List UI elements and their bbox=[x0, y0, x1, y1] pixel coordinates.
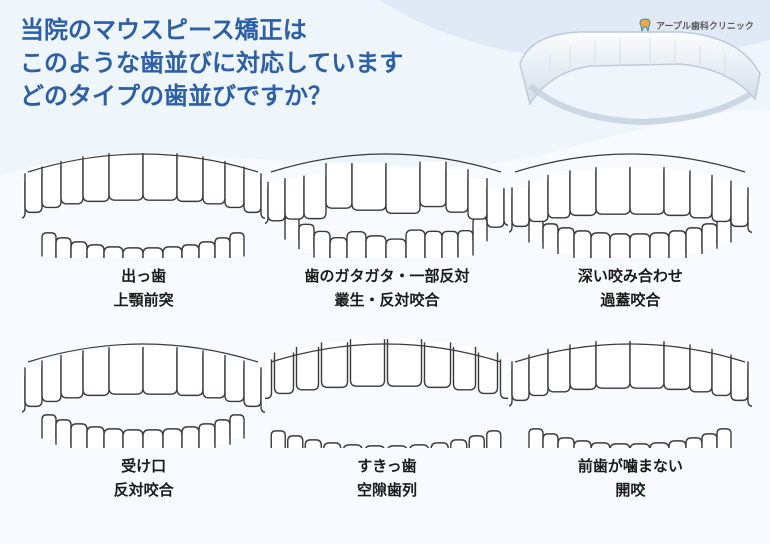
type-grid: 出っ歯 上顎前突 歯のガタガタ・一部反対 叢生・反対咬合 深い咬み合わせ 過蓋咬… bbox=[22, 148, 752, 528]
type-name: 歯のガタガタ・一部反対 bbox=[304, 267, 470, 285]
type-card-underbite[interactable]: 受け口 反対咬合 bbox=[22, 338, 265, 528]
clinic-name: アープル歯科クリニック bbox=[656, 21, 754, 32]
type-label: 受け口 反対咬合 bbox=[22, 454, 265, 502]
type-label: 深い咬み合わせ 過蓋咬合 bbox=[509, 264, 752, 312]
type-card-spacing[interactable]: すきっ歯 空隙歯列 bbox=[265, 338, 509, 528]
teeth-illustration bbox=[22, 343, 265, 448]
type-label: 歯のガタガタ・一部反対 叢生・反対咬合 bbox=[265, 264, 508, 312]
type-card-protrusion[interactable]: 出っ歯 上顎前突 bbox=[22, 148, 265, 338]
headline-line-1: 当院のマウスピース矯正は bbox=[20, 16, 307, 44]
tooth-logo-icon bbox=[639, 18, 651, 32]
type-term: 空隙歯列 bbox=[356, 481, 417, 499]
clinic-brand: アープル歯科クリニック bbox=[638, 18, 754, 32]
type-name: すきっ歯 bbox=[357, 457, 417, 475]
type-card-deep-bite[interactable]: 深い咬み合わせ 過蓋咬合 bbox=[508, 148, 752, 338]
type-label: すきっ歯 空隙歯列 bbox=[265, 454, 508, 502]
teeth-illustration bbox=[22, 153, 265, 258]
type-term: 叢生・反対咬合 bbox=[334, 291, 440, 309]
type-term: 開咬 bbox=[615, 481, 646, 499]
headline-line-3: どのタイプの歯並びですか？ bbox=[20, 82, 332, 110]
type-term: 反対咬合 bbox=[113, 481, 174, 499]
teeth-illustration bbox=[508, 341, 752, 448]
type-name: 前歯が噛まない bbox=[577, 457, 683, 475]
type-card-open-bite[interactable]: 前歯が噛まない 開咬 bbox=[508, 338, 752, 528]
type-name: 深い咬み合わせ bbox=[577, 267, 683, 285]
type-name: 受け口 bbox=[121, 457, 167, 475]
type-card-crowding[interactable]: 歯のガタガタ・一部反対 叢生・反対咬合 bbox=[265, 148, 509, 338]
headline: 当院のマウスピース矯正は このような歯並びに対応しています どのタイプの歯並びで… bbox=[20, 14, 403, 113]
type-label: 前歯が噛まない 開咬 bbox=[509, 454, 752, 502]
teeth-illustration bbox=[265, 153, 509, 258]
type-term: 上顎前突 bbox=[113, 291, 174, 309]
teeth-illustration bbox=[265, 339, 509, 448]
headline-line-2: このような歯並びに対応しています bbox=[20, 49, 404, 77]
teeth-illustration bbox=[508, 153, 752, 258]
aligner-image bbox=[519, 31, 761, 126]
type-label: 出っ歯 上顎前突 bbox=[22, 264, 265, 312]
type-name: 出っ歯 bbox=[121, 267, 167, 285]
type-term: 過蓋咬合 bbox=[600, 291, 661, 309]
